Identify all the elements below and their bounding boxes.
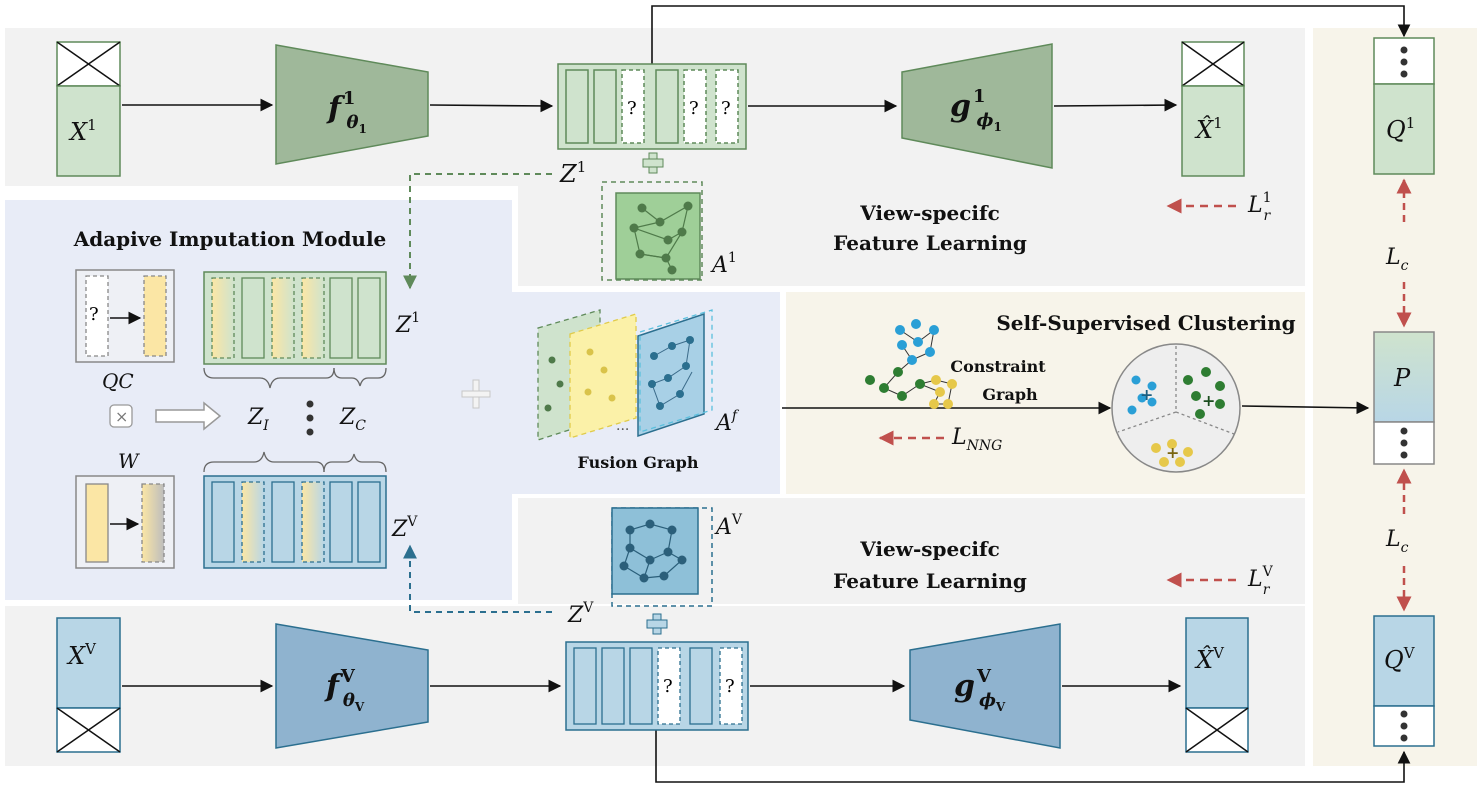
svg-text:?: ? xyxy=(89,304,99,325)
svg-text:P: P xyxy=(1393,364,1411,392)
brace-zi-top xyxy=(203,367,335,389)
svg-text:...: ... xyxy=(616,418,629,434)
hollow-arrow xyxy=(155,401,222,431)
view-specific-title-top: View-specifc xyxy=(859,201,1000,225)
lc-bottom-label: Lc xyxy=(1385,527,1409,556)
av-graph xyxy=(611,507,713,607)
svg-text:×: × xyxy=(115,407,128,426)
svg-text:X̂1: X̂1 xyxy=(1194,114,1223,144)
z1-latent-top: ? ? ? xyxy=(557,63,747,150)
top-connector xyxy=(651,5,1411,64)
multiply-icon: × xyxy=(109,404,133,428)
z1-imputed-label: Z1 xyxy=(395,310,420,338)
vertical-dots xyxy=(306,400,314,436)
fusion-graph-label: Fusion Graph xyxy=(578,453,699,472)
arrow-f1-z1 xyxy=(429,99,554,113)
svg-text:+: + xyxy=(1202,391,1215,410)
svg-text:+: + xyxy=(1140,385,1153,404)
svg-text:?: ? xyxy=(689,98,699,119)
constraint-graph-label-1: Constraint xyxy=(950,357,1046,376)
z1-imputed xyxy=(203,271,387,365)
x1-label: X xyxy=(68,118,88,146)
zi-label: ZI xyxy=(247,405,269,434)
arrow-cluster-p xyxy=(1241,401,1370,415)
plus-icon-bottom xyxy=(646,613,668,635)
svg-text:?: ? xyxy=(663,676,673,697)
p-block: P xyxy=(1373,331,1435,465)
brace-zc-top xyxy=(333,367,387,387)
zv-to-imputation-arrow xyxy=(403,544,552,613)
z1-to-imputation-arrow xyxy=(403,173,552,290)
clustering-circle: + + + xyxy=(1111,343,1241,473)
zv-latent-bottom: ? ? xyxy=(565,641,749,731)
a1-label: A1 xyxy=(710,250,737,278)
constraint-graph xyxy=(865,319,957,409)
xhatv-block: X̂V xyxy=(1185,617,1249,753)
svg-text:X1: X1 xyxy=(68,116,97,146)
lnng-label: LNNG xyxy=(951,425,1002,454)
view-specific-title-bottom: View-specifc xyxy=(859,537,1000,561)
a1-graph xyxy=(601,181,703,281)
x1-block: X1 xyxy=(56,41,121,177)
svg-text:?: ? xyxy=(725,676,735,697)
arrow-g1-xhat1 xyxy=(1053,98,1178,112)
zv-bottom-label: ZV xyxy=(567,600,594,628)
view-specific-title-top-2: Feature Learning xyxy=(833,231,1027,255)
plus-icon-gray xyxy=(461,379,491,409)
self-supervised-title: Self-Supervised Clustering xyxy=(996,311,1295,335)
q1-block: Q1 xyxy=(1373,37,1435,175)
svg-text:?: ? xyxy=(721,98,731,119)
brace-zi-bottom xyxy=(203,451,325,473)
z1-top-label: Z1 xyxy=(559,158,586,188)
qv-block: QV xyxy=(1373,615,1435,747)
qc-label: QC xyxy=(102,369,134,393)
svg-text:+: + xyxy=(1166,443,1179,462)
svg-text:X̂V: X̂V xyxy=(1194,644,1225,674)
view-specific-title-bottom-2: Feature Learning xyxy=(833,569,1027,593)
imputation-title: Adapive Imputation Module xyxy=(73,227,387,251)
zv-imputed xyxy=(203,475,387,569)
fusion-graph: ... xyxy=(537,309,713,441)
brace-zc-bottom xyxy=(323,453,387,473)
svg-text:QV: QV xyxy=(1384,644,1416,674)
qc-box: ? xyxy=(75,269,175,363)
svg-text:XV: XV xyxy=(66,640,97,670)
zv-imputed-label: ZV xyxy=(391,514,418,542)
zc-label: ZC xyxy=(339,405,366,434)
xv-block: XV xyxy=(56,617,121,753)
av-label: AV xyxy=(714,512,743,540)
svg-text:?: ? xyxy=(627,98,637,119)
plus-icon-top xyxy=(642,152,664,174)
w-label: W xyxy=(118,449,140,473)
lc-top-label: Lc xyxy=(1385,245,1409,274)
xhat1-block: X̂1 xyxy=(1181,41,1245,177)
w-box xyxy=(75,475,175,569)
svg-text:Q1: Q1 xyxy=(1386,114,1415,144)
bottom-connector xyxy=(655,730,1411,783)
af-label: Af xyxy=(714,408,740,436)
constraint-graph-label-2: Graph xyxy=(982,385,1038,404)
